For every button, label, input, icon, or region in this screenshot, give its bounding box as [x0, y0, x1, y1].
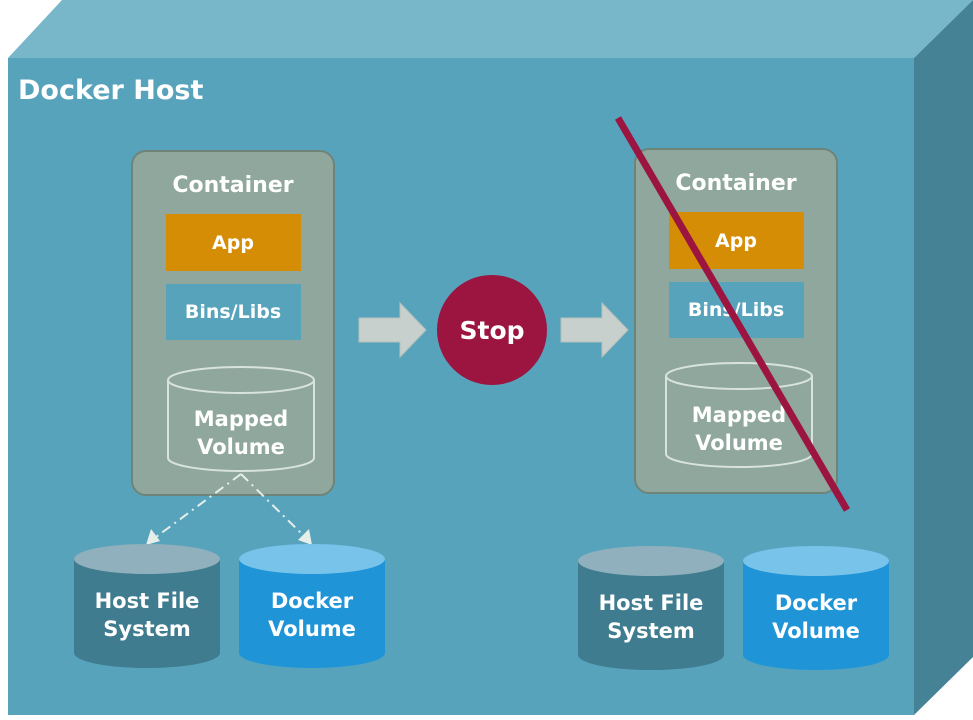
bins-libs-label: Bins/Libs	[688, 299, 784, 321]
app-label: App	[715, 230, 757, 252]
host-box-top-face	[8, 0, 973, 58]
container-title: Container	[172, 173, 293, 198]
container-running: Container App Bins/Libs Mapped Volume	[131, 150, 335, 496]
flow-arrow-from-stop	[560, 301, 629, 359]
stop-label: Stop	[459, 316, 524, 345]
app-label: App	[212, 232, 254, 254]
host-file-system-cylinder: Host File System	[74, 544, 220, 668]
mapping-line-to-docker-volume	[240, 473, 307, 539]
docker-volume-label-line1: Docker	[271, 589, 354, 613]
bins-libs-layer	[669, 282, 804, 338]
host-fs-label-line1: Host File	[599, 591, 704, 615]
mapped-volume-cylinder: Mapped Volume	[665, 362, 813, 468]
host-fs-label-line1: Host File	[95, 589, 200, 613]
host-box-side-face	[914, 0, 973, 715]
flow-arrow-to-stop	[358, 301, 427, 359]
docker-volume-cylinder: Docker Volume	[239, 544, 385, 668]
mapping-arrowhead-host-fs	[146, 529, 160, 545]
docker-volume-label-line2: Volume	[772, 619, 860, 643]
docker-volume-label-line1: Docker	[775, 591, 858, 615]
host-file-system-cylinder: Host File System	[578, 546, 724, 670]
removed-strike-line	[614, 116, 851, 512]
host-fs-label-line2: System	[607, 619, 694, 643]
mapped-volume-label-line2: Volume	[197, 435, 285, 459]
mapped-volume-label-line1: Mapped	[692, 403, 786, 427]
bins-libs-label: Bins/Libs	[185, 301, 281, 323]
host-fs-label-line2: System	[103, 617, 190, 641]
mapping-line-to-host-fs	[151, 473, 242, 541]
docker-volume-cylinder: Docker Volume	[743, 546, 889, 670]
container-title: Container	[675, 171, 796, 196]
mapping-arrowhead-docker-volume	[298, 529, 312, 545]
mapped-volume-cylinder: Mapped Volume	[167, 366, 315, 472]
mapped-volume-label-line1: Mapped	[194, 407, 288, 431]
docker-volume-label-line2: Volume	[268, 617, 356, 641]
mapped-volume-label-line2: Volume	[695, 431, 783, 455]
stop-circle: Stop	[437, 275, 547, 385]
app-layer	[166, 214, 301, 271]
bins-libs-layer	[166, 284, 301, 340]
docker-host-title: Docker Host	[18, 75, 203, 106]
mapping-connectors	[146, 473, 312, 545]
